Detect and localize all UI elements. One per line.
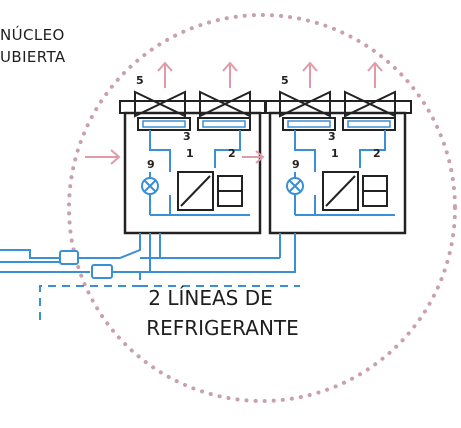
dotted-circle (67, 13, 457, 403)
number-label-3: 3 (183, 130, 191, 143)
coil-inner (202, 120, 246, 128)
refrigerant-line-upper (0, 233, 281, 263)
component-box (217, 175, 243, 207)
diagonal-box-icon (322, 171, 359, 211)
label-center-line1: 2 LÍNEAS DE (148, 286, 273, 310)
coil (282, 117, 336, 131)
number-label-9: 9 (147, 158, 155, 171)
refrigeration-unit-a (85, 61, 266, 235)
refrigerant-line-dashed (39, 272, 300, 320)
condenser-bar (119, 100, 266, 114)
label-center-line2: REFRIGERANTE (146, 316, 299, 340)
label-top: NÚCLEO UBIERTA (0, 24, 66, 68)
number-label-1: 1 (186, 147, 194, 160)
coil (197, 117, 251, 131)
filter-drier-icon (59, 250, 113, 279)
right-arrow-icon (242, 150, 265, 164)
up-arrow-icon (222, 61, 238, 88)
coil-inner (347, 120, 391, 128)
label-center: 2 LÍNEAS DE REFRIGERANTE (0, 283, 461, 343)
bowtie-valve-icon (199, 90, 251, 118)
number-label-2: 2 (373, 147, 381, 160)
x-circle-valve-icon (286, 177, 304, 195)
coil-inner (142, 120, 186, 128)
bowtie-valve-icon (344, 90, 396, 118)
up-arrow-icon (367, 61, 383, 88)
number-label-2: 2 (228, 147, 236, 160)
number-label-3: 3 (328, 130, 336, 143)
number-label-5: 5 (281, 74, 289, 87)
bowtie-valve-icon (134, 90, 186, 118)
coil-inner (287, 120, 331, 128)
bowtie-valve-icon (279, 90, 331, 118)
refrigerant-line-lower (0, 233, 296, 273)
up-arrow-icon (157, 61, 173, 88)
diagonal-box-icon (177, 171, 214, 211)
coil (137, 117, 191, 131)
component-box (362, 175, 388, 207)
number-label-9: 9 (292, 158, 300, 171)
x-circle-valve-icon (141, 177, 159, 195)
coil (342, 117, 396, 131)
label-top-line2: UBIERTA (0, 48, 66, 66)
up-arrow-icon (302, 61, 318, 88)
right-arrow-icon (85, 149, 121, 165)
number-label-5: 5 (136, 74, 144, 87)
label-top-line1: NÚCLEO (0, 26, 65, 44)
number-label-1: 1 (331, 147, 339, 160)
refrigeration-unit-b (242, 61, 412, 235)
